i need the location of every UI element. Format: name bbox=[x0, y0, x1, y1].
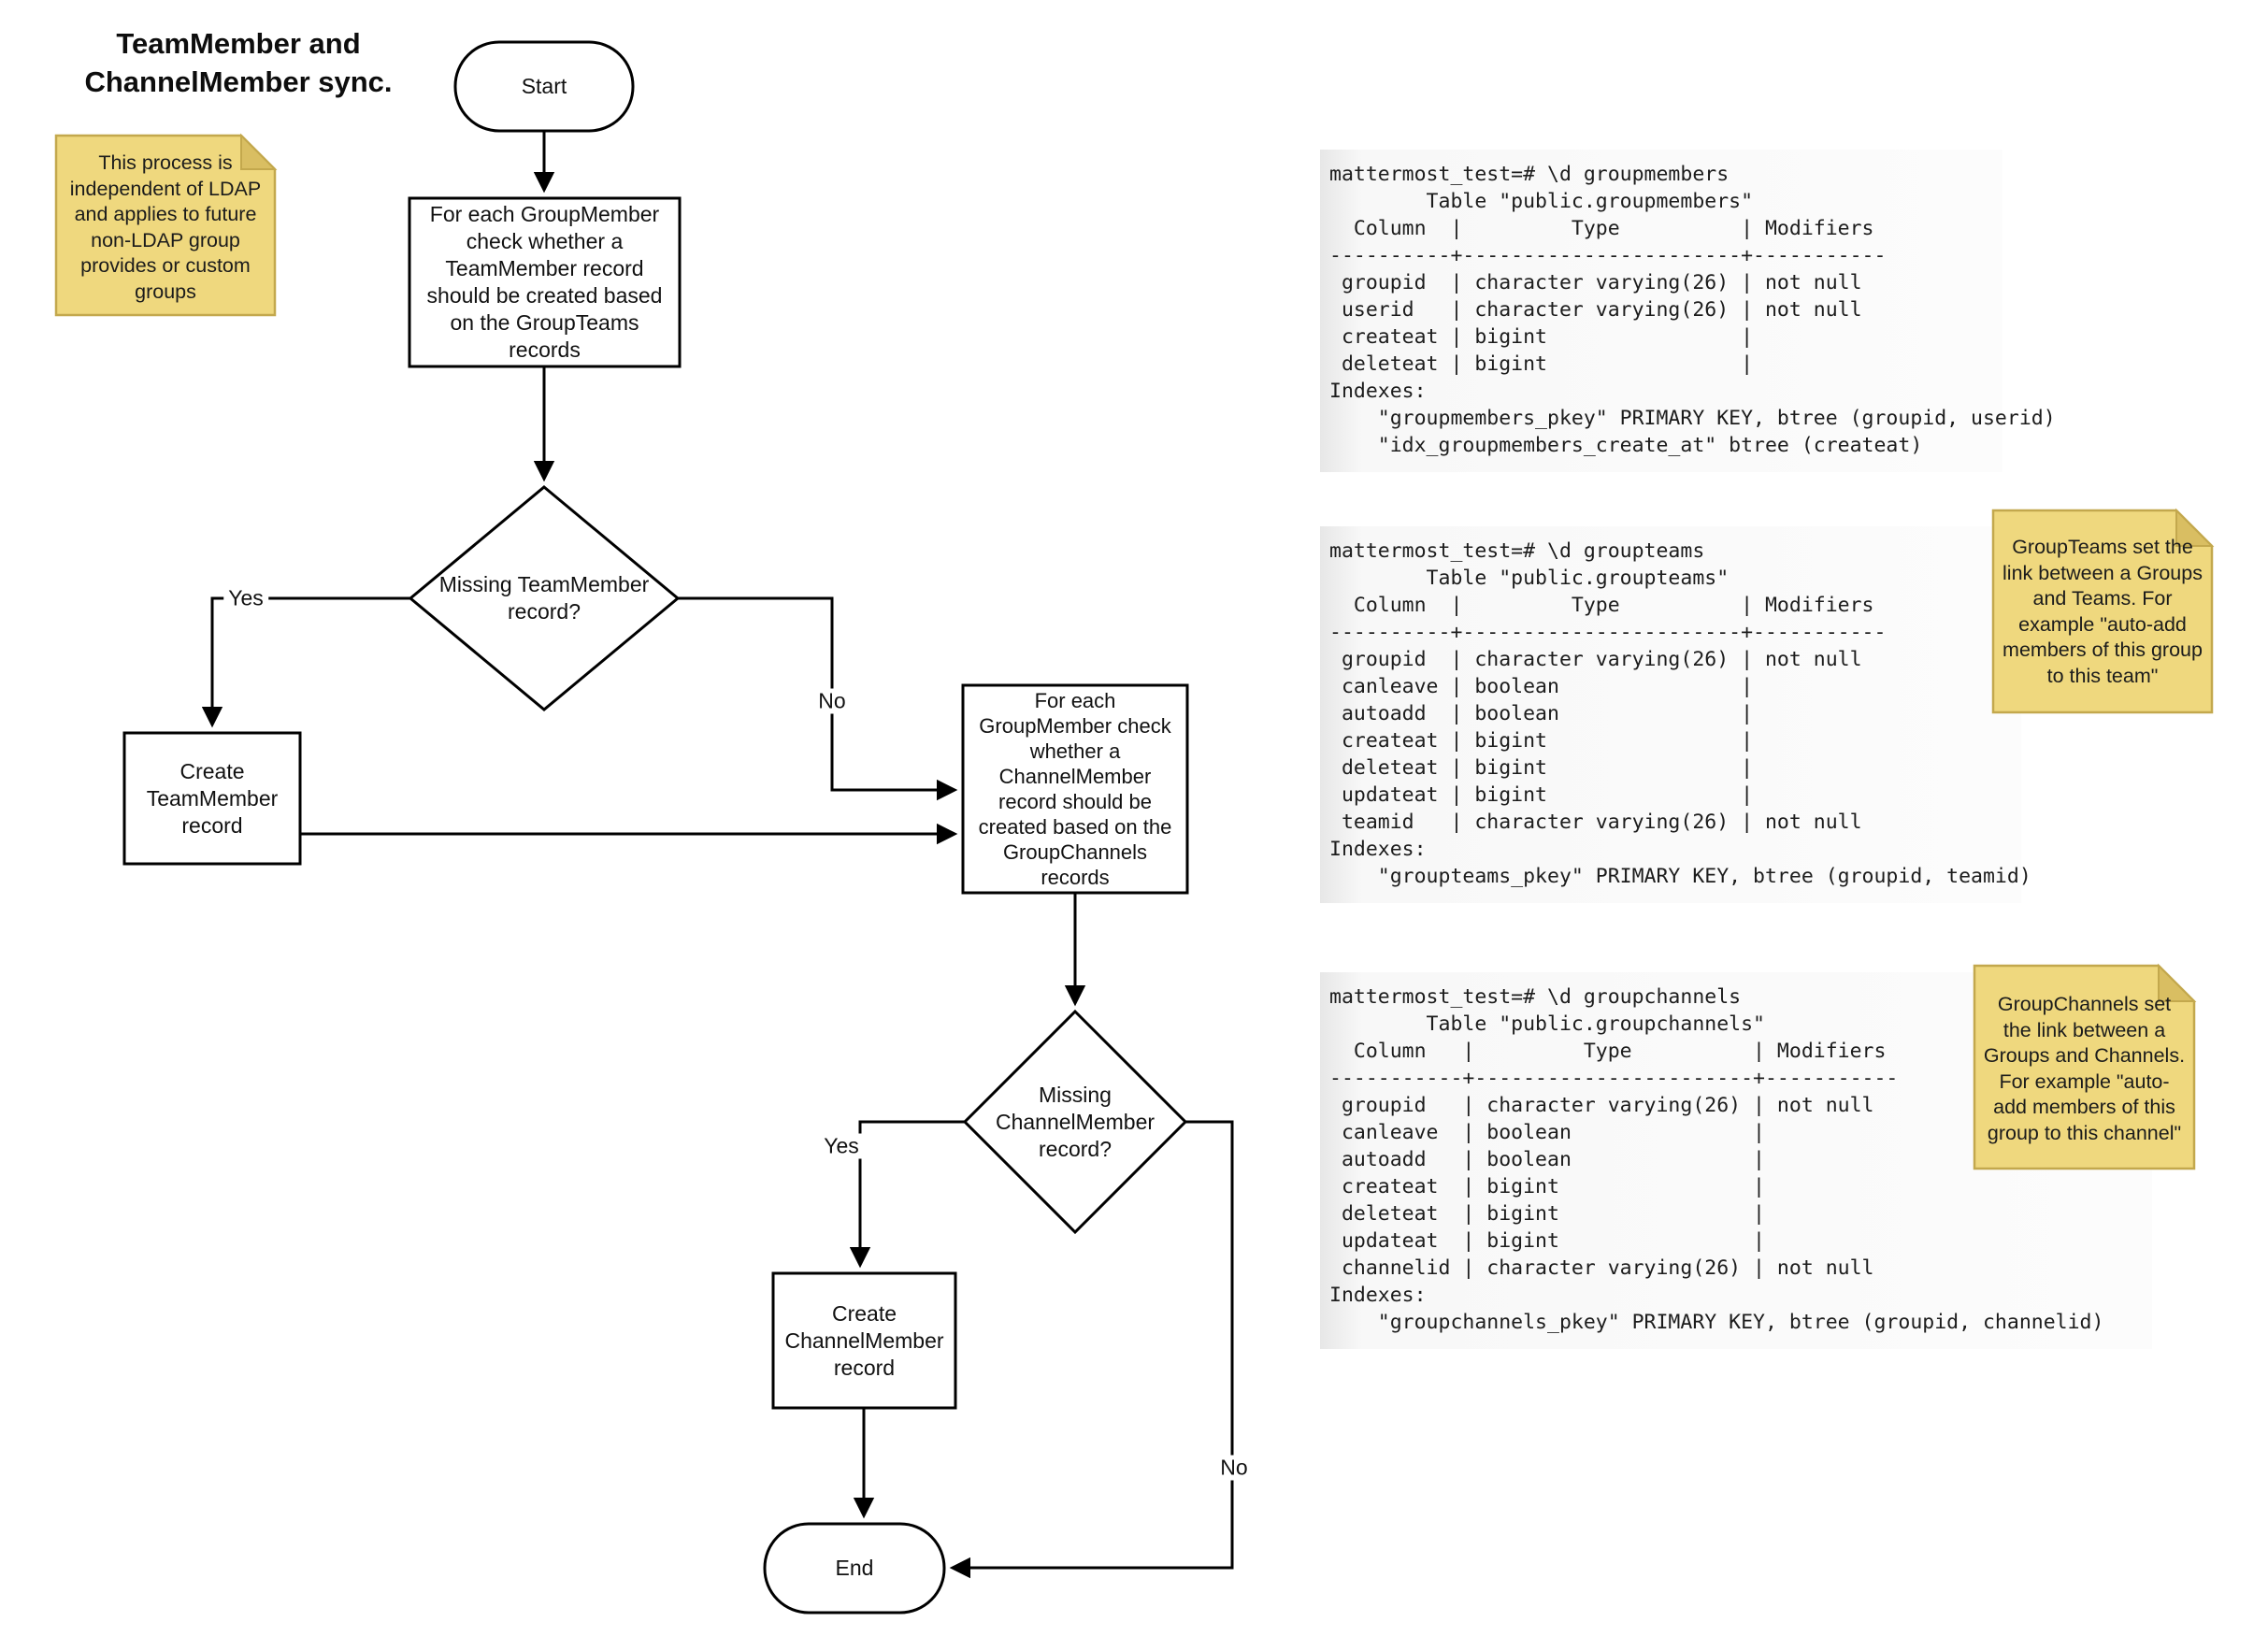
decision-team-label: Missing TeamMember record? bbox=[438, 572, 650, 624]
create-team-label: Create TeamMember record bbox=[146, 758, 279, 838]
page-title: TeamMember and ChannelMember sync. bbox=[84, 27, 393, 98]
psql-output-groupteams-text: mattermost_test=# \d groupteams Table "p… bbox=[1329, 539, 2031, 888]
psql-output-groupteams: mattermost_test=# \d groupteams Table "p… bbox=[1320, 526, 2031, 903]
psql-output-groupmembers-text: mattermost_test=# \d groupmembers Table … bbox=[1329, 163, 2056, 457]
branch-label-team-yes: Yes bbox=[223, 585, 268, 611]
sticky-note-ldap-text: This process is independent of LDAP and … bbox=[69, 151, 262, 303]
process-channel-label: For each GroupMember check whether a Cha… bbox=[978, 689, 1172, 889]
edge-decision-channel-yes bbox=[849, 1120, 965, 1269]
branch-label-channel-yes: Yes bbox=[819, 1133, 864, 1159]
decision-channel-label: Missing ChannelMember record? bbox=[995, 1082, 1156, 1161]
psql-output-groupchannels-text: mattermost_test=# \d groupchannels Table… bbox=[1329, 985, 2104, 1334]
sticky-note-groupchannels-text: GroupChannels set the link between a Gro… bbox=[1983, 993, 2186, 1144]
edge-decision-team-yes bbox=[201, 596, 410, 728]
psql-output-groupmembers: mattermost_test=# \d groupmembers Table … bbox=[1320, 150, 2056, 472]
end-node-label: End bbox=[835, 1556, 874, 1580]
start-node-label: Start bbox=[521, 74, 567, 98]
process-team-label: For each GroupMember check whether a Tea… bbox=[426, 202, 663, 362]
branch-label-team-no: No bbox=[813, 688, 851, 714]
create-channel-label: Create ChannelMember record bbox=[784, 1300, 944, 1380]
branch-label-channel-no: No bbox=[1215, 1455, 1253, 1481]
edge-decision-channel-no bbox=[949, 1120, 1234, 1579]
sticky-note-groupteams-text: GroupTeams set the link between a Groups… bbox=[2002, 536, 2203, 687]
